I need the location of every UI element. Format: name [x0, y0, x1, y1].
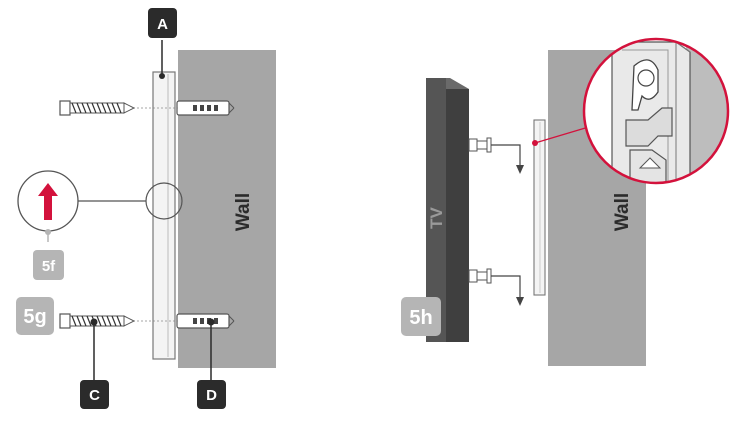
tv-stud-top	[468, 137, 492, 153]
up-arrow-icon	[38, 183, 58, 220]
wall-plug-bottom	[176, 313, 235, 329]
label-d-text: D	[206, 387, 217, 404]
step-5h-text: 5h	[409, 307, 432, 329]
right-panel: Wall TV	[401, 37, 730, 366]
tv-front-face	[426, 78, 446, 342]
hang-arrow-top	[491, 144, 521, 168]
step-5g-text: 5g	[23, 306, 46, 328]
step-5f-text: 5f	[42, 258, 56, 275]
label-a-badge	[148, 8, 177, 38]
wall-plug-top	[176, 100, 235, 116]
wall-bracket	[533, 119, 546, 296]
zoom-detail-border	[582, 37, 730, 185]
hang-arrow-bottom	[491, 275, 521, 300]
tv-stud-bottom	[468, 268, 492, 284]
mounting-bracket	[152, 71, 176, 360]
tv-side-face	[445, 89, 469, 342]
right-wall-label: Wall	[612, 193, 633, 231]
left-panel: Wall	[16, 8, 276, 409]
label-d-badge	[197, 380, 226, 409]
zoom-detail	[582, 37, 730, 185]
step-5h-badge	[401, 297, 441, 336]
zoom-connector-line	[534, 125, 593, 144]
tv-label: TV	[427, 206, 446, 228]
screw-top	[59, 100, 136, 116]
label-c-text: C	[89, 387, 100, 404]
label-c-badge	[80, 380, 109, 409]
step-5f-badge	[33, 250, 64, 280]
left-wall-label: Wall	[233, 193, 254, 231]
label-a-text: A	[157, 16, 168, 33]
step-5g-badge	[16, 297, 54, 335]
